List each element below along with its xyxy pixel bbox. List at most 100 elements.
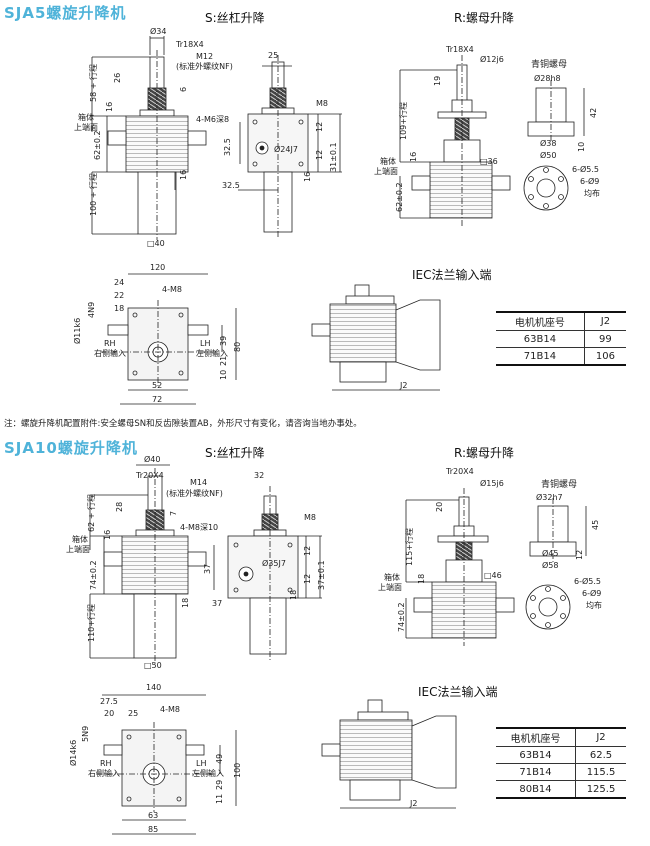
sja5-flange xyxy=(523,165,569,211)
sja10-r-nut-view xyxy=(405,488,515,646)
sja10-title: SJA10螺旋升降机 xyxy=(4,439,138,457)
sja5-bz-42: 42 xyxy=(589,108,598,118)
sja5-r-box1: 箱体 xyxy=(380,156,396,166)
sja5-bz-d28: Ø28h8 xyxy=(534,73,561,83)
table-cell: 106 xyxy=(583,347,626,366)
sja10-s-label: S:丝杠升降 xyxy=(205,446,265,460)
sja10-r-label: R:螺母升降 xyxy=(454,446,515,460)
sja10-dim-std: (标准外螺纹NF) xyxy=(166,488,223,498)
sja10-r-tr: Tr20X4 xyxy=(445,467,474,476)
sja5-box1: 箱体 xyxy=(78,112,94,122)
table-cell: 115.5 xyxy=(575,763,626,781)
footnote: 注：螺旋升降机配置附件:安全螺母SN和反齿隙装置AB，外形尺寸有变化，请咨询当地… xyxy=(4,419,362,429)
sja5-s-front-view xyxy=(91,36,207,240)
sja10-s-front-view xyxy=(89,464,207,664)
sja5-iec-label: IEC法兰输入端 xyxy=(412,268,492,282)
sja10-side-m8: M8 xyxy=(304,513,316,522)
sja10-dim-16a: 16 xyxy=(103,530,112,540)
sja10-iec-view xyxy=(321,699,457,809)
sja5-fl-h1: 6-Ø5.5 xyxy=(572,164,599,174)
sja5-iec-view xyxy=(311,284,441,391)
sja10-r-20: 20 xyxy=(435,502,444,512)
sja10-top-85: 85 xyxy=(148,825,158,834)
table-cell: 71B14 xyxy=(496,347,585,366)
sja10-dim-7: 7 xyxy=(169,511,178,516)
sja10-bz-d32: Ø32h7 xyxy=(536,492,563,502)
sja5-side-d24: Ø24J7 xyxy=(274,144,298,154)
sja10-top-20: 20 xyxy=(104,709,114,718)
sja5-top-rh2: 右侧输入 xyxy=(94,348,126,358)
sja5-r-box2: 上端面 xyxy=(374,166,398,176)
table-cell: 99 xyxy=(583,330,626,348)
sja10-dim-28: 28 xyxy=(115,502,124,512)
sja5-fl-h2: 6-Ø9 xyxy=(580,176,599,186)
table-cell: 62.5 xyxy=(575,746,626,764)
sja10-r-18: 18 xyxy=(417,574,426,584)
sja10-dim-d40: Ø40 xyxy=(144,454,160,464)
sja5-r-tr: Tr18X4 xyxy=(445,45,474,54)
sja5-dim-6: 6 xyxy=(179,87,188,92)
sja10-top-49: 49 xyxy=(215,754,224,764)
sja10-side-d35: Ø35J7 xyxy=(262,558,286,568)
sja10-dim-sq50: □50 xyxy=(144,661,162,670)
sja10-side-37h: 37 xyxy=(212,599,222,608)
sja5-bz-10: 10 xyxy=(577,142,586,152)
sja5-fl-even: 均布 xyxy=(584,188,600,198)
sja10-dim-18: 18 xyxy=(181,598,190,608)
sja10-side-12a: 12 xyxy=(303,546,312,556)
sja5-top-24: 24 xyxy=(114,278,124,287)
sja5-r-19: 19 xyxy=(433,76,442,86)
sja10-fl-h1: 6-Ø5.5 xyxy=(574,576,601,586)
sja10-top-100: 100 xyxy=(233,763,242,778)
sja5-top-rh: RH xyxy=(104,339,116,348)
sja10-top-63: 63 xyxy=(148,811,158,820)
sja10-top-140: 140 xyxy=(146,683,161,692)
sja5-side-325h: 32.5 xyxy=(222,181,240,190)
sja10-dim-74: 74±0.2 xyxy=(89,560,98,590)
sja10-top-275: 27.5 xyxy=(100,697,118,706)
sja5-s-side-view xyxy=(238,55,342,238)
sja10-top-n9: 5N9 xyxy=(81,726,90,742)
sja5-s-label: S:丝杠升降 xyxy=(205,11,265,25)
sja5-side-325v: 32.5 xyxy=(223,138,232,156)
sja5-title: SJA5螺旋升降机 xyxy=(4,4,127,22)
table-cell: 125.5 xyxy=(575,780,626,799)
table-cell: 71B14 xyxy=(496,763,576,781)
sja10-bz-d58: Ø58 xyxy=(542,560,558,570)
sja5-top-view xyxy=(100,273,237,405)
sja5-top-52: 52 xyxy=(152,381,162,390)
sja5-dim-62: 62±0.2 xyxy=(93,130,102,160)
sja10-top-d14: Ø14k6 xyxy=(68,740,78,766)
sja10-top-lh2: 左侧输入 xyxy=(192,768,224,778)
sja5-dim-m12: M12 xyxy=(196,52,213,61)
sja10-top-rh: RH xyxy=(100,759,112,768)
sja5-side-m6: 4-M6深8 xyxy=(196,115,229,124)
sja5-top-lh: LH xyxy=(200,339,210,348)
sja5-top-120: 120 xyxy=(150,263,165,272)
sja5-dim-sq40: □40 xyxy=(147,239,165,248)
sja5-top-80: 80 xyxy=(233,342,242,352)
sja5-top-21: 21 xyxy=(219,356,228,366)
sja5-box2: 上端面 xyxy=(74,122,98,132)
sja5-dim-16a: 16 xyxy=(105,102,114,112)
sja5-table-h1: 电机机座号 xyxy=(496,311,585,331)
sja10-r-74: 74±0.2 xyxy=(397,602,406,632)
sja10-bz-d45: Ø45 xyxy=(542,548,558,558)
sja10-r-d15: Ø15j6 xyxy=(480,478,504,488)
sja10-top-m8: 4-M8 xyxy=(160,705,180,714)
sja5-dim-d34: Ø34 xyxy=(150,26,166,36)
sja5-bz-d50: Ø50 xyxy=(540,150,556,160)
sja5-dim-58: 58 + 行程 xyxy=(88,64,98,102)
sja5-top-72: 72 xyxy=(152,395,162,404)
sja10-fl-even: 均布 xyxy=(586,600,602,610)
sja5-side-12a: 12 xyxy=(315,122,324,132)
sja10-r-sq46: □46 xyxy=(484,571,502,580)
table-cell: 63B14 xyxy=(496,330,585,348)
sja5-top-18: 18 xyxy=(114,304,124,313)
